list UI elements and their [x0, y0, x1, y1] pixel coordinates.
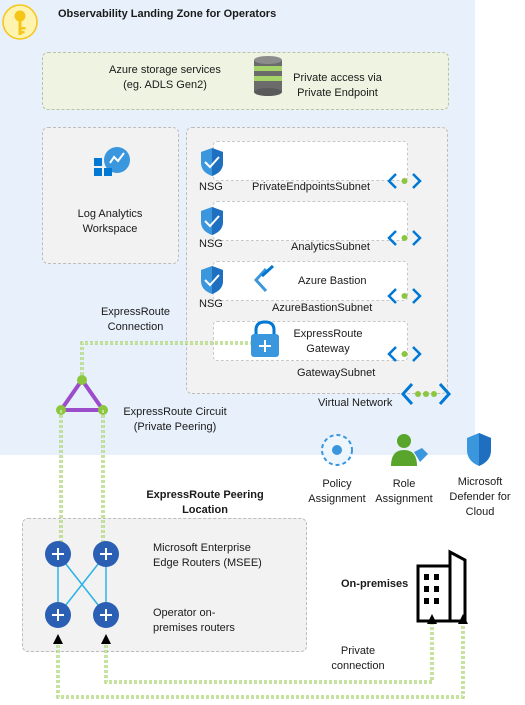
- private-connection-line1: Private: [340, 645, 376, 657]
- er-circuit-line1: ExpressRoute Circuit: [123, 406, 227, 418]
- defender-shield-icon: [467, 433, 491, 466]
- msee-router-icon: [93, 541, 119, 567]
- on-premises-label: On-premises: [341, 578, 409, 590]
- er-connection-line1: ExpressRoute: [100, 306, 171, 318]
- subnet-icon: [387, 173, 422, 189]
- building-icon: [416, 549, 467, 623]
- subnet-name: AzureBastionSubnet: [272, 302, 373, 314]
- policy-line1: Policy: [322, 478, 352, 490]
- msee-line1: Microsoft Enterprise: [153, 542, 251, 554]
- log-analytics-icon: [94, 147, 130, 176]
- subnet-box-private-endpoints: [213, 141, 408, 181]
- expressroute-gateway-icon: [251, 320, 279, 357]
- log-analytics-line1: Log Analytics: [77, 208, 143, 220]
- defender-line1: Microsoft: [457, 476, 503, 488]
- subnet-name: AnalyticsSubnet: [291, 241, 370, 253]
- nsg-label: NSG: [199, 238, 223, 250]
- nsg-label: NSG: [199, 181, 223, 193]
- subnet-icon: [387, 346, 422, 362]
- peering-location-box: [22, 518, 307, 652]
- peering-location-line2: Location: [182, 504, 228, 516]
- private-access-line1: Private access via: [293, 72, 382, 84]
- storage-label-line1: Azure storage services: [109, 64, 221, 76]
- key-icon: [2, 4, 38, 40]
- log-analytics-line2: Workspace: [82, 223, 138, 235]
- landing-zone-title: Observability Landing Zone for Operators: [58, 8, 277, 20]
- policy-line2: Assignment: [308, 493, 366, 505]
- storage-label-line2: (eg. ADLS Gen2): [123, 79, 207, 91]
- operator-routers-line2: premises routers: [153, 622, 235, 634]
- nsg-shield-icon: [201, 207, 223, 235]
- defender-line2: Defender for: [449, 491, 511, 503]
- private-connection-line2: connection: [331, 660, 385, 672]
- expressroute-connection-line: [80, 341, 260, 380]
- peering-location-line1: ExpressRoute Peering: [146, 489, 264, 501]
- msee-router-icon: [45, 541, 71, 567]
- role-assignment-icon: [391, 434, 428, 466]
- private-connection-lines: [53, 614, 468, 699]
- role-line1: Role: [392, 478, 416, 490]
- virtual-network-label: Virtual Network: [318, 397, 393, 409]
- nsg-label: NSG: [199, 298, 223, 310]
- role-line2: Assignment: [375, 493, 433, 505]
- expressroute-circuit-icon: [56, 375, 108, 415]
- circuit-to-msee-lines: [59, 410, 105, 545]
- er-circuit-line2: (Private Peering): [133, 421, 217, 433]
- private-access-line2: Private Endpoint: [297, 87, 378, 99]
- virtual-network-icon: [400, 382, 452, 406]
- msee-line2: Edge Routers (MSEE): [153, 557, 262, 569]
- policy-assignment-icon: [321, 434, 353, 466]
- er-connection-line2: Connection: [107, 321, 164, 333]
- storage-services-box: [42, 52, 449, 110]
- operator-router-icon: [45, 602, 71, 628]
- router-cross-links: [57, 553, 107, 616]
- subnet-box-gateway: [213, 321, 408, 361]
- subnet-name: PrivateEndpointsSubnet: [252, 181, 371, 193]
- er-gateway-line1: ExpressRoute: [293, 328, 363, 340]
- storage-icon: [254, 56, 282, 96]
- operator-routers-line1: Operator on-: [153, 607, 216, 619]
- subnet-name: GatewaySubnet: [297, 367, 376, 379]
- operator-router-icon: [93, 602, 119, 628]
- subnet-icon: [387, 230, 422, 246]
- nsg-shield-icon: [201, 266, 223, 294]
- er-gateway-line2: Gateway: [306, 343, 350, 355]
- defender-line3: Cloud: [465, 506, 495, 518]
- azure-bastion-icon: [253, 264, 275, 293]
- subnet-icon: [387, 288, 422, 304]
- nsg-shield-icon: [201, 148, 223, 176]
- azure-bastion-label: Azure Bastion: [298, 275, 367, 287]
